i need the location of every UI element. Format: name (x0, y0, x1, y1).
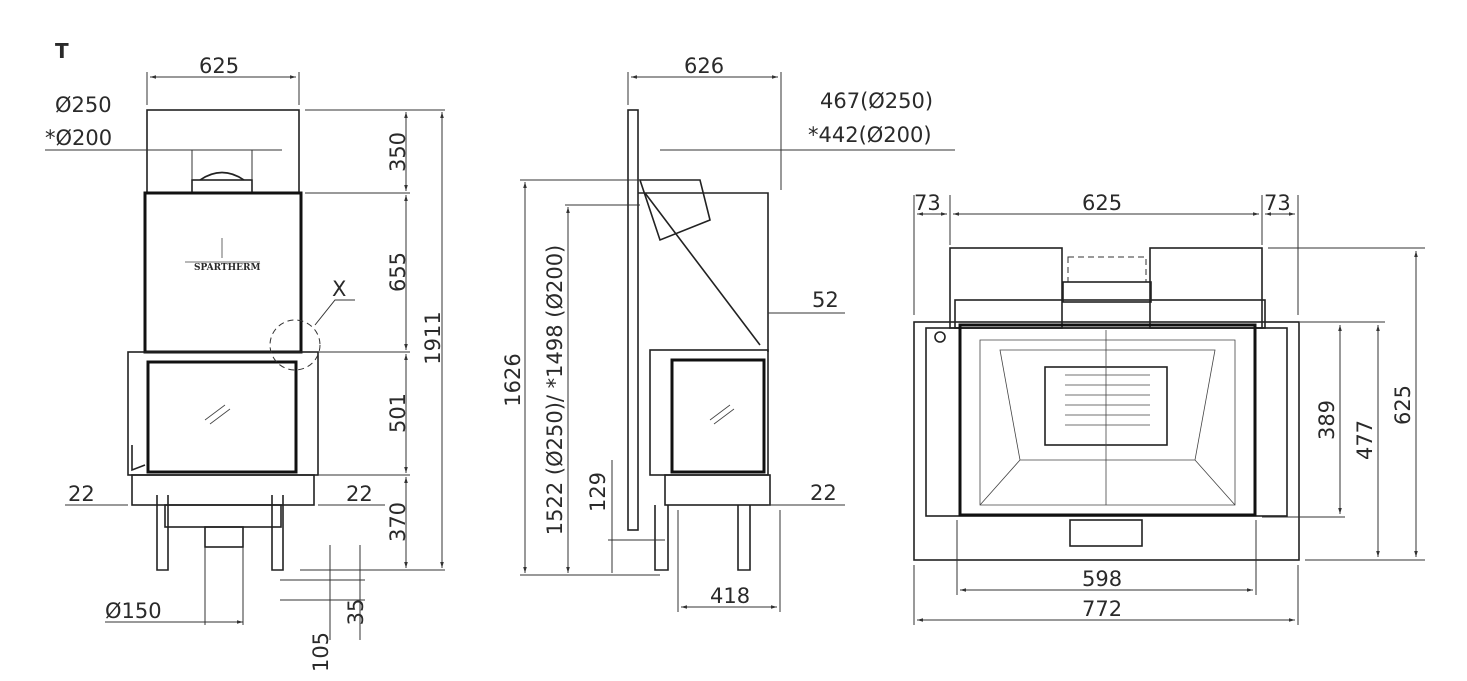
firebox (127, 351, 319, 476)
legs (156, 495, 284, 571)
detail-circle (269, 319, 321, 371)
dim-air-inlet: Ø150 (105, 599, 162, 623)
dim-22-left: 22 (68, 482, 95, 506)
drawing-title: T (55, 39, 69, 63)
glass-door (146, 360, 298, 474)
dim-442: *442(Ø200) (808, 123, 932, 147)
dim-501: 501 (386, 393, 410, 433)
dim-73-left: 73 (914, 191, 941, 215)
dim-1911: 1911 (421, 311, 445, 364)
dim-655: 655 (386, 252, 410, 292)
dim-625-top: 625 (1082, 191, 1122, 215)
dim-flue-200: *Ø200 (45, 126, 112, 150)
air-inlet (204, 526, 244, 548)
detail-label: X (332, 277, 346, 301)
dim-129: 129 (586, 472, 610, 512)
dim-598: 598 (1082, 567, 1122, 591)
flue-dome (199, 171, 245, 181)
dim-626: 626 (684, 54, 724, 78)
side-view: 626 467(Ø250) *442(Ø200) 1626 1522 (Ø250… (501, 54, 955, 612)
flue-collar (191, 179, 253, 194)
dim-1626: 1626 (501, 353, 525, 406)
dim-418: 418 (710, 584, 750, 608)
dim-350: 350 (386, 132, 410, 172)
dim-73-right: 73 (1264, 191, 1291, 215)
dim-width: 625 (199, 54, 239, 78)
dim-22-right: 22 (346, 482, 373, 506)
side-glass (670, 358, 766, 474)
dim-772: 772 (1082, 597, 1122, 621)
dim-105: 105 (309, 632, 333, 672)
dim-35: 35 (344, 599, 368, 626)
dim-1522: 1522 (Ø250)/ *1498 (Ø200) (543, 245, 567, 535)
dim-370: 370 (386, 502, 410, 542)
dim-52: 52 (812, 288, 839, 312)
side-legs (654, 505, 751, 571)
firebox-top (958, 323, 1257, 517)
outer-frame (913, 321, 1300, 561)
front-view: SPARTHERM X 625 Ø250 *Ø200 350 655 501 3… (45, 54, 445, 672)
dim-flue-250: Ø250 (55, 93, 112, 117)
wall-panel (627, 109, 639, 531)
base-frame (131, 474, 315, 506)
firebox-side (649, 349, 769, 476)
dim-22-side: 22 (810, 481, 837, 505)
dim-467: 467(Ø250) (820, 89, 933, 113)
hatched-lintel (954, 299, 1266, 329)
dim-477: 477 (1353, 420, 1377, 460)
side-base (664, 474, 771, 506)
dim-389: 389 (1315, 400, 1339, 440)
top-view: 73 625 73 598 772 389 477 625 (913, 191, 1425, 625)
hood-profile (638, 192, 769, 352)
brand-logo: SPARTHERM (194, 263, 260, 273)
dim-625-depth: 625 (1391, 385, 1415, 425)
